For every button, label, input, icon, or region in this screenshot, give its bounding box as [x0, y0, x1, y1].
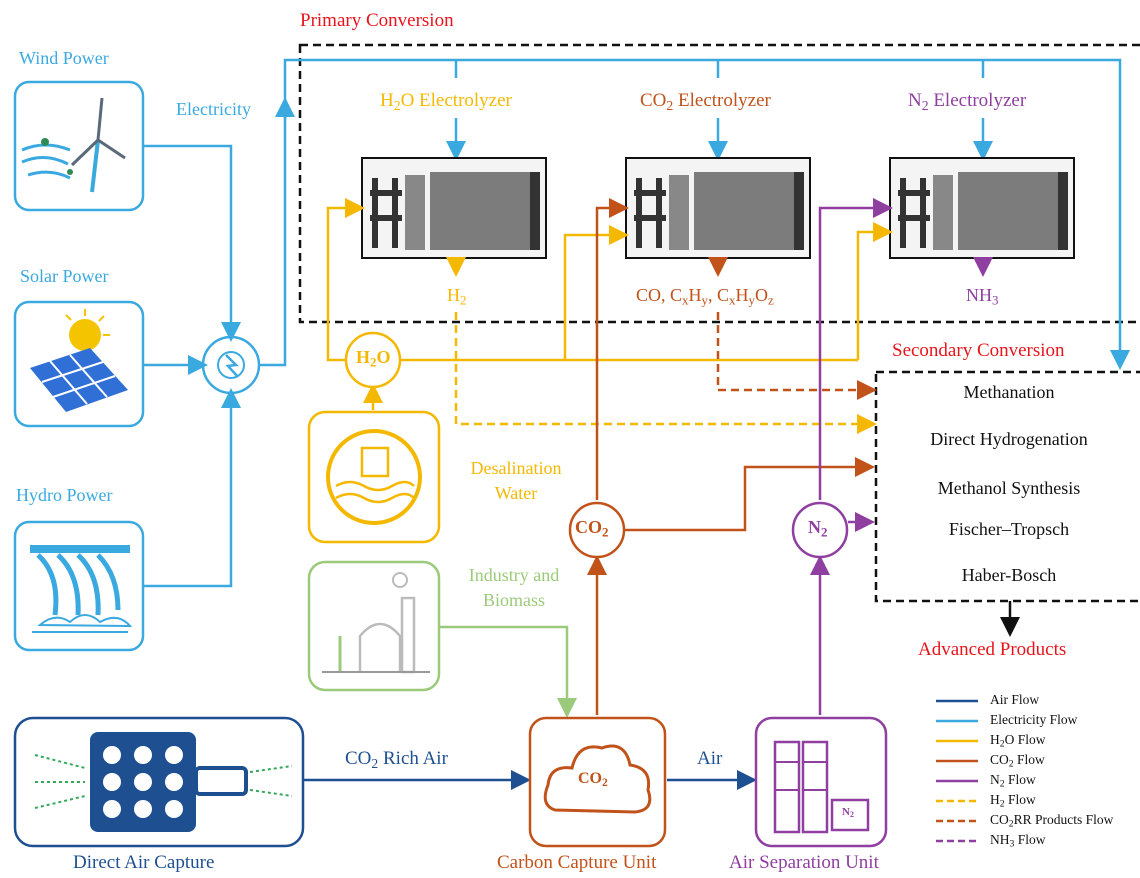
wind-power-box: [13, 80, 145, 212]
n2-electrolyzer-cell: [889, 157, 1075, 259]
n2-node-label: N2: [808, 517, 828, 540]
direct-air-capture-box: [13, 716, 305, 848]
wind-power-label: Wind Power: [19, 48, 109, 68]
legend-swatches: [936, 699, 978, 843]
solar-power-label: Solar Power: [20, 266, 109, 286]
co2-rich-air-label: CO2 Rich Air: [345, 748, 448, 771]
industry-biomass-box: [307, 560, 441, 692]
direct-air-capture-label: Direct Air Capture: [73, 852, 215, 873]
legend-item: H2O Flow: [990, 732, 1046, 750]
air-separation-unit-box: [754, 716, 888, 848]
secondary-process-item: Methanol Synthesis: [937, 478, 1081, 498]
legend-item: NH3 Flow: [990, 832, 1046, 850]
air-flow-label: Air: [697, 748, 723, 769]
primary-conversion-region: [298, 43, 1140, 324]
asu-icon-n2-text: N2: [842, 806, 854, 820]
advanced-products-title: Advanced Products: [918, 639, 1067, 660]
n2-node: [791, 501, 849, 559]
co2rr-products-label: CO, CxHy, CxHyOz: [636, 285, 774, 308]
co2-node-label: CO2: [575, 517, 609, 540]
co2-node: [568, 501, 626, 559]
power-converter-node: [201, 335, 261, 395]
legend-item: CO2 Flow: [990, 752, 1045, 770]
hydro-power-box: [13, 520, 145, 652]
desalination-box: [307, 410, 441, 544]
co2-electrolyzer-title: CO2 Electrolyzer: [640, 90, 771, 113]
h2o-node-label: H2O: [356, 347, 391, 370]
legend-item: Electricity Flow: [990, 712, 1078, 727]
legend-item: H2 Flow: [990, 792, 1036, 810]
ccu-icon-co2-text: CO2: [578, 770, 608, 790]
h2o-electrolyzer-title: H2O Electrolyzer: [380, 90, 512, 113]
secondary-process-item: Methanation: [963, 382, 1055, 402]
h2o-node: [344, 331, 402, 389]
secondary-process-item: Fischer–Tropsch: [948, 519, 1070, 539]
secondary-process-item: Haber-Bosch: [961, 565, 1057, 585]
electricity-label: Electricity: [176, 99, 251, 119]
co2-electrolyzer-cell: [625, 157, 811, 259]
nh3-product-label: NH3: [966, 285, 999, 308]
legend-item: CO2RR Products Flow: [990, 812, 1114, 830]
hydro-power-label: Hydro Power: [16, 485, 113, 505]
secondary-conversion-title: Secondary Conversion: [892, 340, 1065, 361]
h2o-electrolyzer-cell: [361, 157, 547, 259]
h2-product-label: H2: [447, 285, 467, 308]
legend-item: Air Flow: [990, 692, 1040, 707]
air-separation-unit-label: Air Separation Unit: [729, 852, 879, 873]
solar-power-box: [13, 300, 145, 428]
primary-conversion-title: Primary Conversion: [300, 10, 454, 31]
secondary-conversion-region: [874, 370, 1140, 603]
carbon-capture-unit-box: [528, 716, 667, 848]
legend-item: N2 Flow: [990, 772, 1036, 790]
secondary-process-item: Direct Hydrogenation: [930, 429, 1088, 449]
n2-electrolyzer-title: N2 Electrolyzer: [908, 90, 1027, 113]
carbon-capture-unit-label: Carbon Capture Unit: [497, 852, 657, 873]
